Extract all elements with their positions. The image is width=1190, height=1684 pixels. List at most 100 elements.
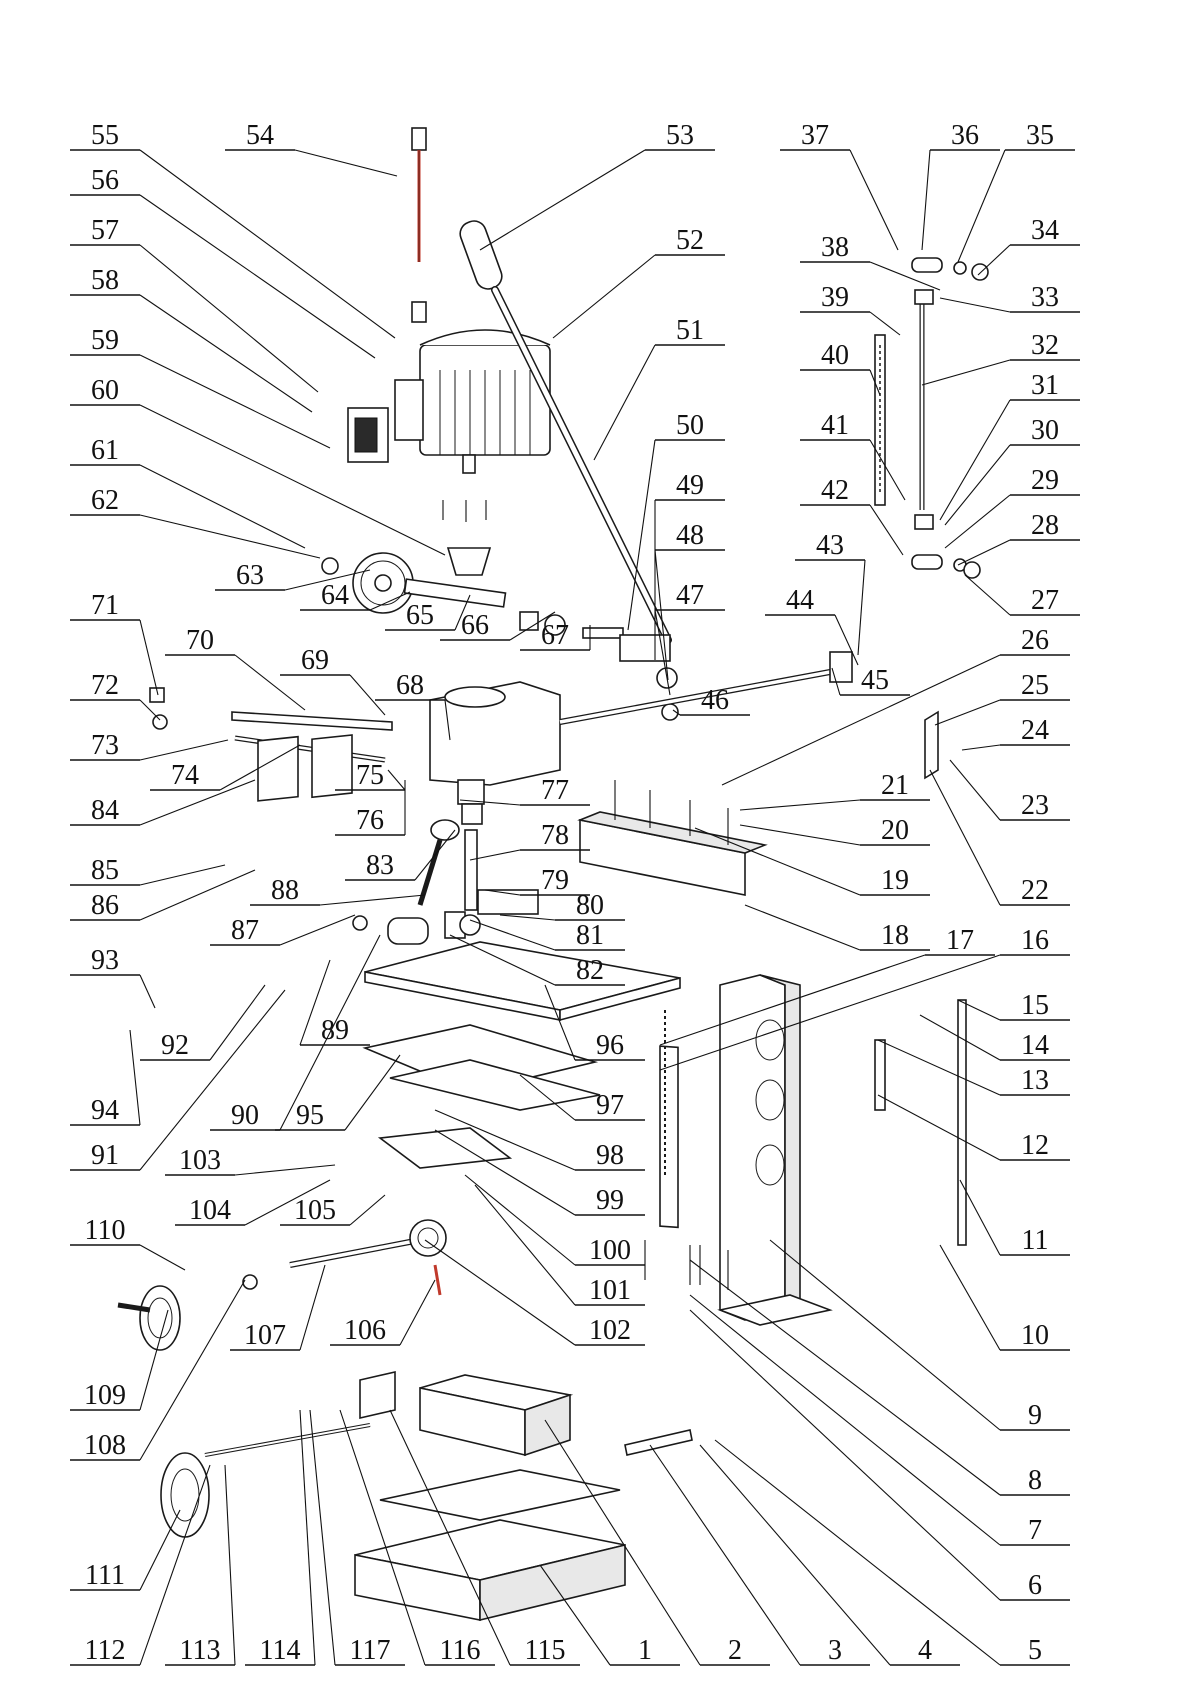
- callout-leader: [957, 999, 1001, 1021]
- callout-leader: [139, 869, 256, 921]
- callout-number: 64: [321, 580, 349, 611]
- callout-19: 19: [694, 827, 930, 896]
- gear-assembly: [321, 552, 624, 639]
- callout-leader: [939, 1244, 1001, 1351]
- callout-82: 82: [449, 934, 625, 986]
- callout-number: 109: [84, 1380, 126, 1411]
- callout-number: 58: [91, 265, 119, 296]
- callout-8: 8: [689, 1259, 1070, 1496]
- callout-number: 26: [1021, 625, 1049, 656]
- work-table: [364, 941, 681, 1022]
- callout-number: 28: [1031, 510, 1059, 541]
- callout-leader: [654, 549, 669, 681]
- callout-85: 85: [70, 855, 226, 886]
- callout-leader: [139, 864, 226, 886]
- callout-number: 62: [91, 485, 119, 516]
- callout-number: 53: [666, 120, 694, 151]
- callout-number: 81: [576, 920, 604, 951]
- callout-number: 11: [1022, 1225, 1049, 1256]
- callout-leader: [349, 674, 386, 716]
- callout-number: 108: [84, 1430, 126, 1461]
- callout-number: 45: [861, 665, 889, 696]
- callout-leader: [284, 569, 371, 591]
- motor-screws: [442, 500, 487, 522]
- callout-leader: [539, 1564, 611, 1666]
- callout-leader: [944, 494, 1011, 549]
- callout-15: 15: [957, 990, 1070, 1021]
- callout-leader: [299, 959, 331, 1046]
- callout-leader: [849, 149, 899, 251]
- callout-number: 111: [85, 1560, 125, 1591]
- callout-leader: [339, 1409, 426, 1666]
- callout-number: 107: [244, 1320, 286, 1351]
- callout-leader: [959, 1179, 1001, 1256]
- callout-23: 23: [949, 759, 1070, 821]
- callout-33: 33: [939, 282, 1080, 313]
- callout-number: 6: [1028, 1570, 1042, 1601]
- callout-leader: [869, 369, 881, 396]
- callout-leader: [552, 254, 656, 339]
- callout-number: 92: [161, 1030, 189, 1061]
- callout-1: 1: [539, 1564, 680, 1666]
- callout-number: 105: [294, 1195, 336, 1226]
- callout-leader: [957, 539, 1011, 566]
- callout-number: 104: [189, 1195, 231, 1226]
- callout-leader: [544, 984, 576, 1061]
- callout-leader: [929, 769, 1001, 906]
- callout-number: 101: [589, 1275, 631, 1306]
- callout-number: 63: [236, 560, 264, 591]
- callout-35: 35: [957, 120, 1075, 263]
- callout-36: 36: [921, 120, 1000, 251]
- callout-111: 111: [70, 1509, 181, 1591]
- callout-60: 60: [70, 375, 446, 556]
- callout-number: 24: [1021, 715, 1049, 746]
- callout-number: 35: [1026, 120, 1054, 151]
- callout-78: 78: [469, 820, 590, 861]
- callout-number: 61: [91, 435, 119, 466]
- callout-79: 79: [484, 865, 590, 896]
- callout-leader: [139, 404, 446, 556]
- callout-leader: [739, 799, 861, 811]
- callout-number: 82: [576, 955, 604, 986]
- callout-number: 98: [596, 1140, 624, 1171]
- callout-leader: [139, 294, 313, 413]
- callout-21: 21: [739, 770, 930, 811]
- callout-leader: [869, 504, 904, 556]
- callout-number: 19: [881, 865, 909, 896]
- callout-number: 114: [260, 1635, 301, 1666]
- callout-leader: [234, 654, 306, 711]
- callout-10: 10: [939, 1244, 1070, 1351]
- callout-leader: [449, 934, 556, 986]
- callout-leader: [234, 1164, 336, 1176]
- callout-114: 114: [245, 1409, 316, 1666]
- callout-leader: [464, 1174, 576, 1266]
- callout-71: 71: [70, 590, 159, 696]
- callout-leader: [414, 829, 456, 881]
- callout-leader: [279, 914, 356, 946]
- callout-number: 5: [1028, 1635, 1042, 1666]
- callout-leader: [593, 344, 656, 461]
- callout-number: 102: [589, 1315, 631, 1346]
- callout-leader: [939, 399, 1011, 521]
- callout-11: 11: [959, 1179, 1070, 1256]
- callout-69: 69: [280, 645, 386, 716]
- callout-67: 67: [520, 620, 591, 651]
- callout-27: 27: [964, 574, 1080, 616]
- lower-table: [362, 1024, 601, 1111]
- callout-number: 9: [1028, 1400, 1042, 1431]
- callout-number: 7: [1028, 1515, 1042, 1546]
- callout-number: 48: [676, 520, 704, 551]
- fence-bracket: [924, 710, 939, 780]
- callout-39: 39: [800, 282, 901, 336]
- callout-leader: [484, 889, 521, 896]
- callout-86: 86: [70, 869, 256, 921]
- motor: [347, 329, 551, 474]
- callout-number: 3: [828, 1635, 842, 1666]
- callout-number: 17: [946, 925, 974, 956]
- callout-leader: [944, 444, 1011, 526]
- callout-number: 117: [350, 1635, 391, 1666]
- callout-106: 106: [330, 1279, 436, 1346]
- callout-97: 97: [519, 1074, 645, 1121]
- callout-110: 110: [70, 1215, 186, 1271]
- callout-2: 2: [544, 1419, 770, 1666]
